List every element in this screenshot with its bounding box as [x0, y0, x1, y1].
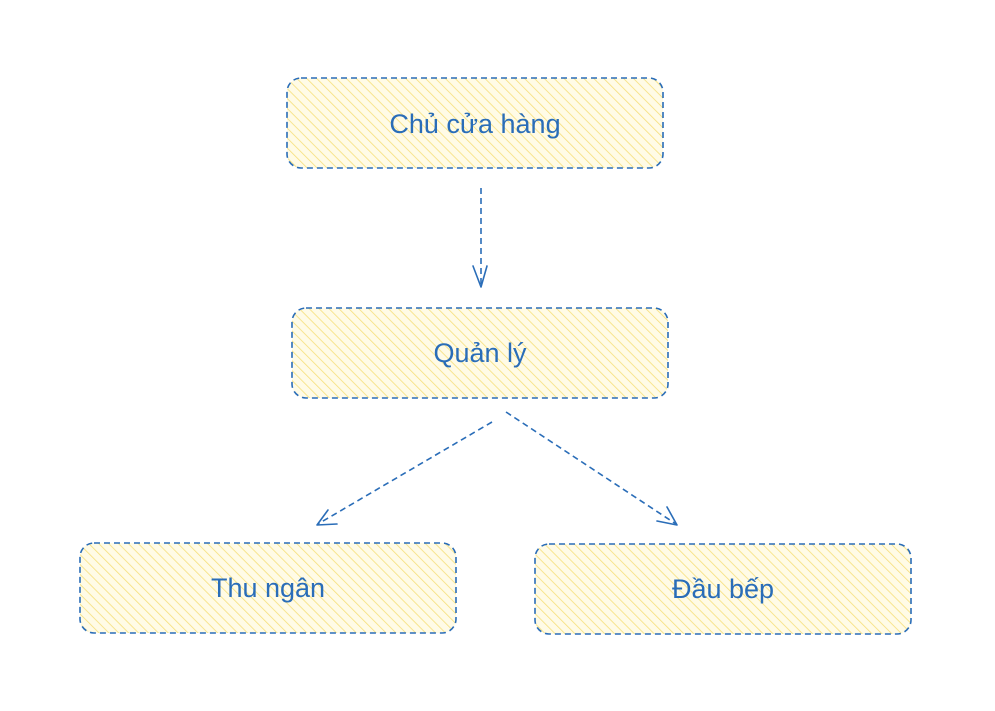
arrow-down-icon — [472, 265, 488, 288]
edge-owner-manager — [472, 188, 488, 288]
arrow-down-left-icon — [316, 509, 338, 526]
node-manager[interactable]: Quản lý — [291, 307, 669, 399]
node-chef[interactable]: Đầu bếp — [534, 543, 912, 635]
node-cashier-label: Thu ngân — [211, 573, 325, 603]
node-chef-label: Đầu bếp — [672, 574, 774, 604]
node-owner[interactable]: Chủ cửa hàng — [286, 77, 664, 169]
node-cashier[interactable]: Thu ngân — [79, 542, 457, 634]
node-cashier-box — [79, 542, 457, 634]
edge-manager-chef-line — [505, 411, 677, 525]
node-owner-box — [286, 77, 664, 169]
node-manager-box — [291, 307, 669, 399]
node-owner-label: Chủ cửa hàng — [389, 109, 560, 139]
edge-manager-cashier-line — [317, 421, 493, 525]
edge-manager-chef — [505, 411, 678, 526]
arrow-down-right-icon — [656, 506, 678, 526]
edge-manager-cashier — [316, 421, 493, 526]
node-manager-label: Quản lý — [433, 338, 527, 368]
node-chef-box — [534, 543, 912, 635]
